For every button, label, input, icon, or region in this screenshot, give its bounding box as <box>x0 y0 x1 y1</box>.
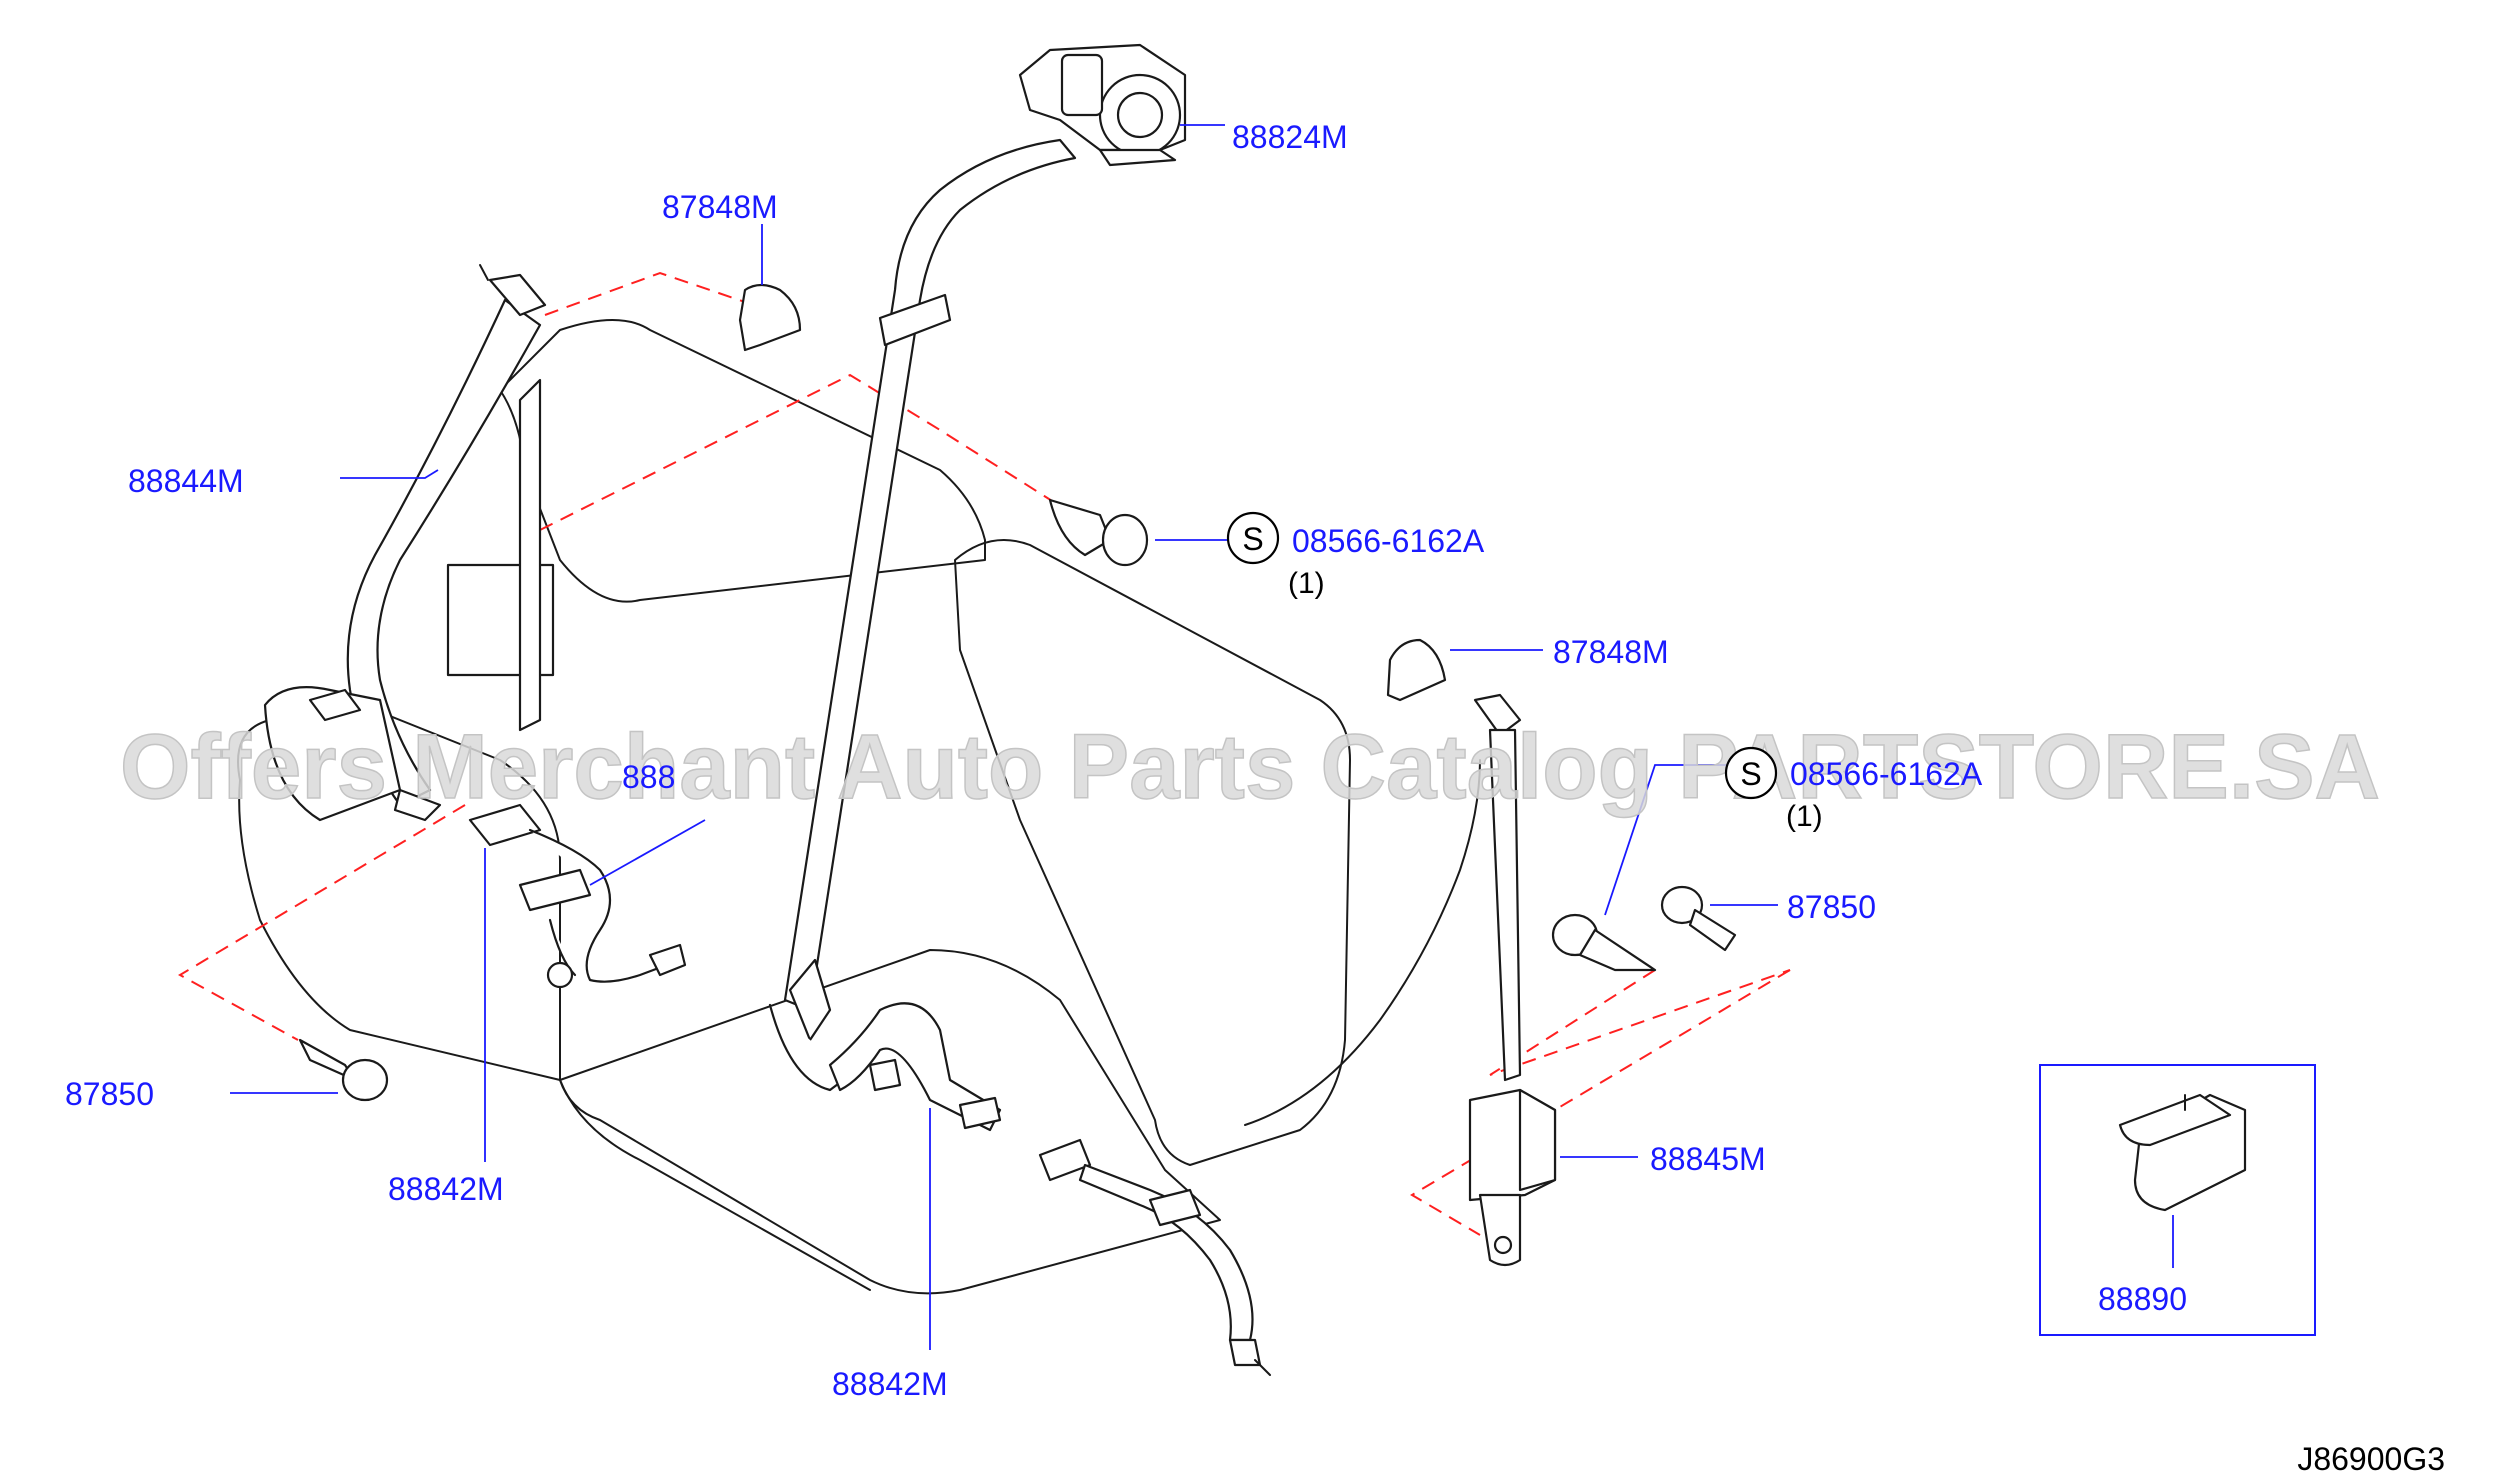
callout-88824M: 88824M <box>1232 119 1348 155</box>
std-mark-right: S <box>1724 746 1778 800</box>
right-retractor-part <box>1468 693 1557 1267</box>
callout-888-left-buckle: 888 <box>622 759 675 795</box>
watermark-text: Offers Merchant Auto Parts Catalog PARTS… <box>120 716 2380 818</box>
right-clip-part <box>1551 913 1657 972</box>
callout-88842M-center: 88842M <box>832 1366 948 1402</box>
lower-center-buckle-part <box>828 1002 1002 1132</box>
lower-right-belt-part <box>1038 759 1481 1376</box>
callout-88845M: 88845M <box>1650 1141 1766 1177</box>
std-mark-center: S <box>1226 511 1280 565</box>
center-shoulder-belt <box>768 138 1077 1092</box>
diagram-code: J86900G3 <box>2297 1441 2445 1477</box>
qty-right: (1) <box>1786 800 1823 833</box>
cover-right-part <box>1386 638 1447 702</box>
callout-08566-6162A-center: 08566-6162A <box>1292 523 1485 559</box>
std-mark-center-text: S <box>1242 521 1263 557</box>
inset-clip-part <box>2118 1093 2247 1212</box>
bolt-right-part <box>1660 885 1737 952</box>
left-belt-part <box>263 264 555 822</box>
callout-labels: 88824M 87848M 88844M 08566-6162A (1) 878… <box>65 119 2187 1402</box>
callout-88844M: 88844M <box>128 463 244 499</box>
bolt-left-part <box>298 1038 389 1102</box>
inset-frame <box>2039 1064 2316 1336</box>
upper-retractor-part <box>1018 43 1187 167</box>
center-clip-part <box>1048 498 1149 567</box>
std-mark-right-text: S <box>1740 756 1761 792</box>
qty-center: (1) <box>1288 567 1325 600</box>
callout-87850-right: 87850 <box>1787 889 1876 925</box>
cover-top-left-part <box>738 283 802 352</box>
callout-87848M-top: 87848M <box>662 189 778 225</box>
callout-87848M-right: 87848M <box>1553 634 1669 670</box>
callout-88842M-left: 88842M <box>388 1171 504 1207</box>
callout-87850-left: 87850 <box>65 1076 154 1112</box>
left-buckle-part <box>468 803 687 989</box>
callout-08566-6162A-right: 08566-6162A <box>1790 756 1983 792</box>
callout-88890: 88890 <box>2098 1281 2187 1317</box>
leader-lines <box>230 124 2174 1350</box>
